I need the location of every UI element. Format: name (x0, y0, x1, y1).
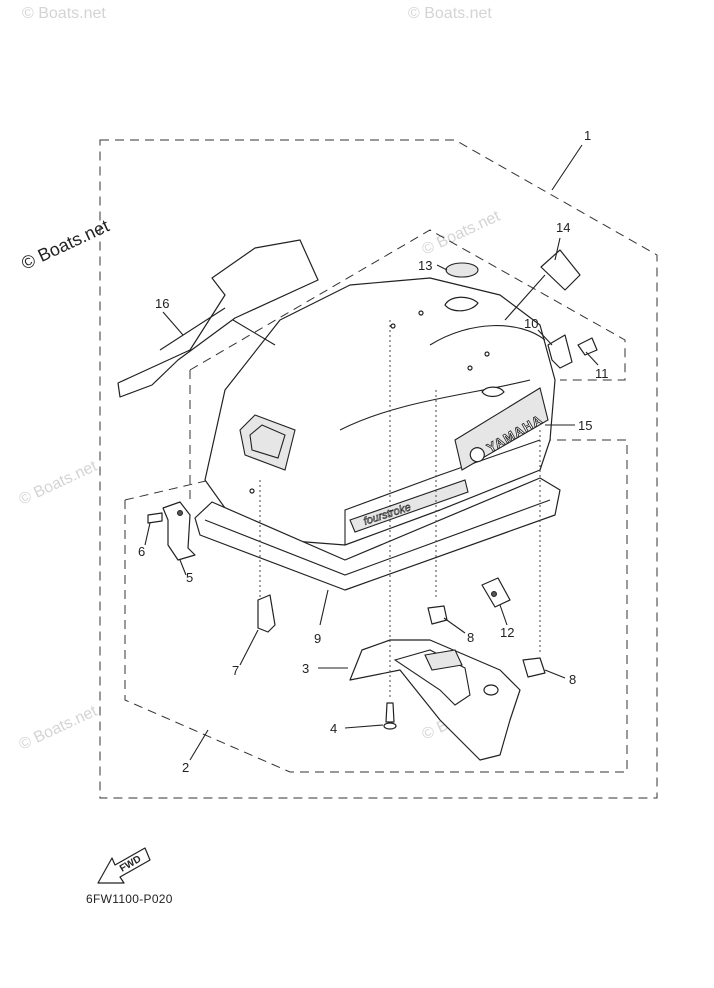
boundary-top-cowling (189, 229, 626, 500)
leader-14 (504, 237, 561, 321)
diagram-code: 6FW1100-P020 (86, 892, 173, 906)
part-13-socket (444, 296, 479, 312)
hole-4 (467, 365, 473, 371)
label-7: 7 (232, 663, 239, 678)
label-13: 13 (418, 258, 432, 273)
part-7-clip (257, 594, 276, 633)
leader-8a (443, 617, 466, 634)
part-10-latch (547, 334, 573, 369)
leader-8b (544, 669, 566, 679)
leader-10 (537, 329, 553, 346)
part-1-intake-opening (239, 414, 296, 471)
label-15: 15 (578, 418, 592, 433)
label-5: 5 (186, 570, 193, 585)
label-11: 11 (595, 366, 609, 381)
part-9-seal-inner (204, 499, 551, 576)
label-8b: 8 (569, 672, 576, 687)
fwd-arrow-icon: FWD (97, 847, 151, 884)
part-11-screw (577, 337, 598, 356)
part-1-contour-2 (429, 325, 546, 346)
hole-1 (390, 323, 396, 329)
part-1-lower-edge (344, 439, 541, 545)
part-4-screw (385, 702, 395, 723)
part-4-screw-head (383, 722, 397, 730)
leader-13 (436, 264, 448, 271)
watermark-mid-left: © Boats.net (17, 458, 101, 509)
part-13-cap (445, 262, 479, 278)
leader-4 (344, 724, 384, 729)
part-6-pin (147, 512, 163, 524)
watermark-main: © Boats.net (18, 216, 112, 274)
leader-1 (551, 144, 583, 191)
leader-9 (319, 589, 329, 626)
yamaha-logo-icon (469, 447, 485, 463)
part-1-vent (481, 386, 505, 398)
leader-5 (179, 559, 187, 576)
part-5-hole (177, 510, 183, 516)
hole-5 (249, 488, 255, 494)
label-8a: 8 (467, 630, 474, 645)
part-8-grommet-a (427, 605, 448, 625)
leader-11 (585, 351, 599, 366)
leader-2 (189, 729, 209, 761)
leader-7 (239, 629, 259, 666)
part-16-crease (159, 307, 226, 351)
label-12: 12 (500, 625, 514, 640)
label-3: 3 (302, 661, 309, 676)
part-14-label (540, 249, 581, 291)
part-1-intake-inner (249, 424, 286, 459)
part-3-boss (483, 684, 499, 696)
part-16-seal (117, 239, 319, 398)
label-6: 6 (138, 544, 145, 559)
part-15-decal-stripe (349, 479, 469, 533)
label-16: 16 (155, 296, 169, 311)
part-3-tray (349, 639, 521, 761)
label-14: 14 (556, 220, 570, 235)
part-8-grommet-b (522, 657, 546, 678)
hole-2 (418, 310, 424, 316)
part-1-contour (339, 379, 531, 431)
label-9: 9 (314, 631, 321, 646)
part-3-tray-pocket (393, 649, 471, 706)
label-2: 2 (182, 760, 189, 775)
hole-3 (484, 351, 490, 357)
part-5-bracket (162, 501, 196, 561)
leader-6 (144, 522, 151, 546)
watermark-mid-right: © Boats.net (420, 208, 504, 259)
label-4: 4 (330, 721, 337, 736)
boundary-assembly-1 (99, 139, 658, 799)
label-1: 1 (584, 128, 591, 143)
leader-16 (162, 311, 276, 346)
watermark-top-left: © Boats.net (22, 5, 106, 22)
leader-12 (499, 604, 508, 626)
watermark-low-left: © Boats.net (17, 703, 101, 754)
part-12-hole (491, 591, 497, 597)
part-9-seal-ring (194, 477, 561, 591)
watermark-top-right: © Boats.net (408, 5, 492, 22)
boundary-assembly-2 (124, 439, 628, 773)
part-3-tray-opening (424, 649, 463, 671)
label-10: 10 (524, 316, 538, 331)
